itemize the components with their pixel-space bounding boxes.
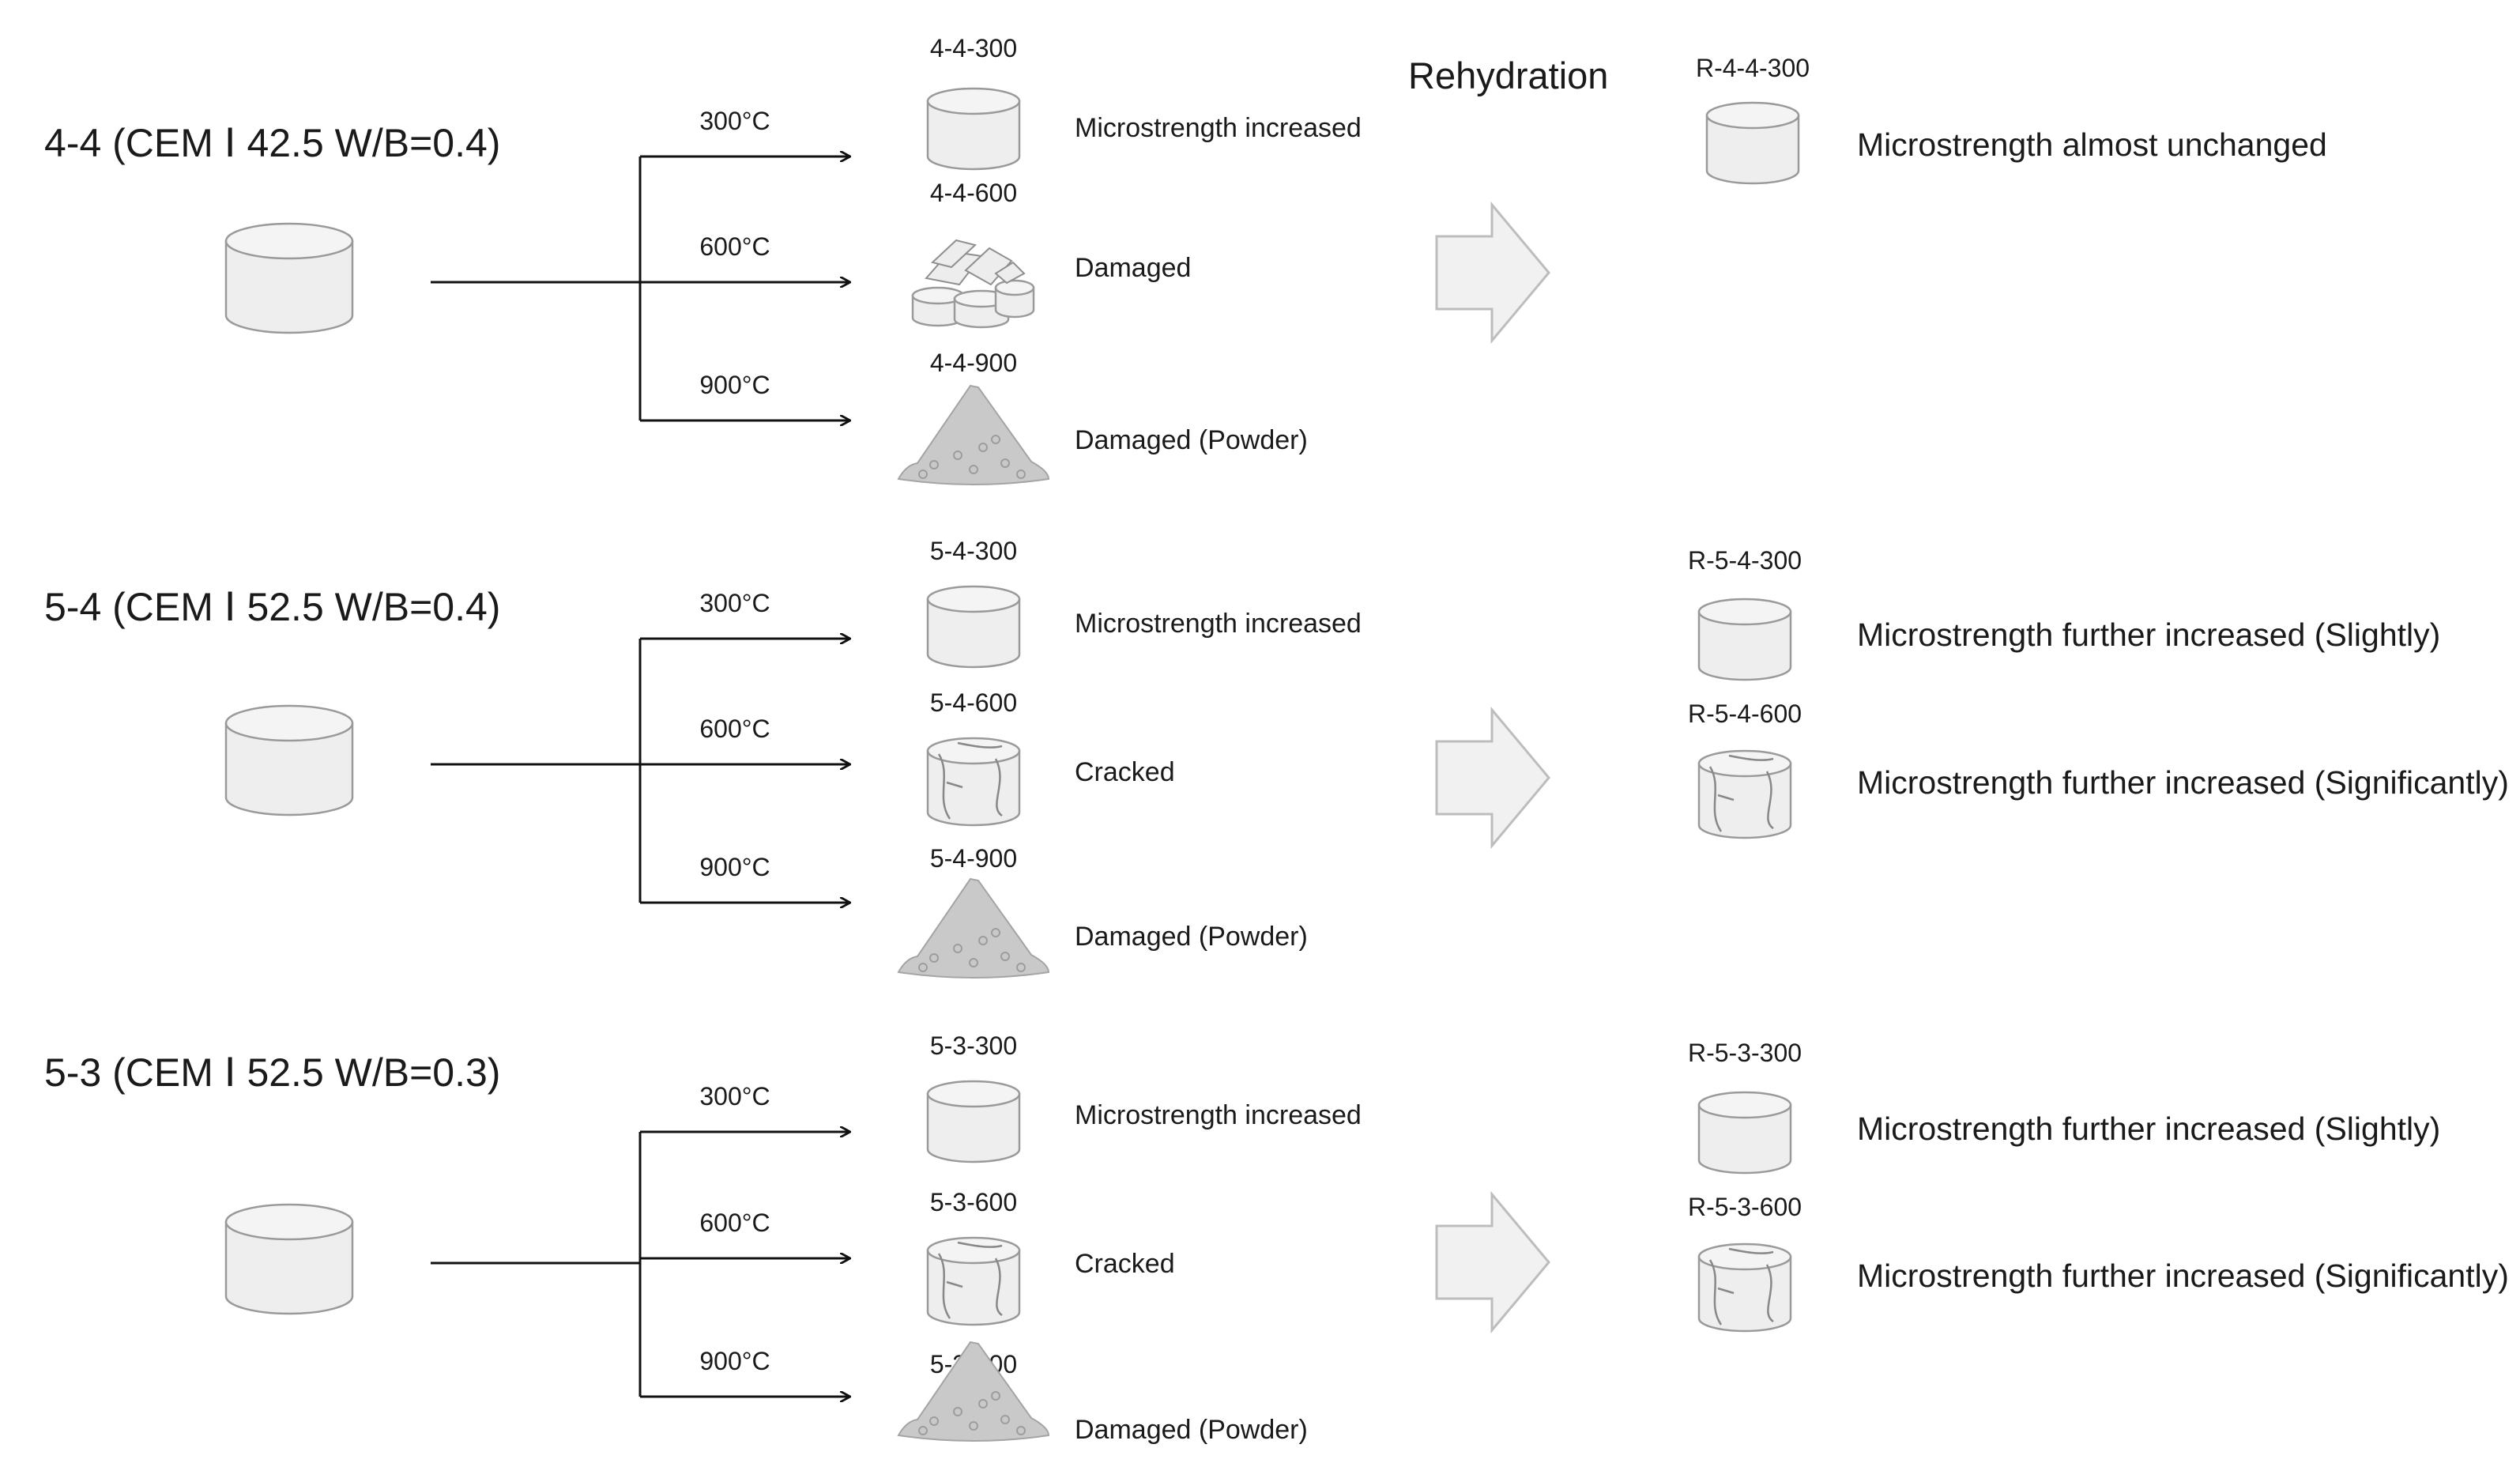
rehydrated-icon-intact bbox=[1705, 101, 1800, 185]
temperature-label: 900°C bbox=[699, 853, 770, 881]
rehydrated-result: Microstrength further increased (Signifi… bbox=[1857, 1258, 2509, 1294]
sample-state: Microstrength increased bbox=[1075, 1100, 1362, 1130]
temperature-label: 900°C bbox=[699, 1347, 770, 1375]
group-title: 4-4 (CEM Ⅰ 42.5 W/B=0.4) bbox=[44, 121, 500, 165]
sample-code: 5-4-600 bbox=[930, 688, 1017, 717]
sample-code: 5-4-300 bbox=[930, 537, 1017, 565]
sample-code: 4-4-900 bbox=[930, 349, 1017, 377]
source-specimen bbox=[224, 704, 354, 816]
temperature-label: 300°C bbox=[699, 589, 770, 617]
temperature-label: 600°C bbox=[699, 1209, 770, 1237]
source-specimen bbox=[224, 222, 354, 334]
rehydration-arrow bbox=[1435, 706, 1550, 850]
rehydrated-code: R-4-4-300 bbox=[1696, 54, 1810, 82]
sample-icon-fragments bbox=[911, 239, 1035, 329]
rehydration-arrow bbox=[1435, 201, 1550, 345]
sample-state: Cracked bbox=[1075, 757, 1175, 787]
sample-icon-cracked bbox=[926, 1236, 1021, 1326]
temperature-label: 900°C bbox=[699, 371, 770, 399]
temperature-label: 600°C bbox=[699, 232, 770, 261]
sample-group: 4-4 (CEM Ⅰ 42.5 W/B=0.4) 300°C 4-4-300Micr… bbox=[44, 34, 2327, 485]
group-title: 5-3 (CEM Ⅰ 52.5 W/B=0.3) bbox=[44, 1050, 500, 1095]
rehydrated-result: Microstrength almost unchanged bbox=[1857, 126, 2327, 163]
group-title: 5-4 (CEM Ⅰ 52.5 W/B=0.4) bbox=[44, 585, 500, 629]
sample-code: 5-4-900 bbox=[930, 844, 1017, 873]
sample-icon-intact bbox=[926, 585, 1021, 669]
sample-group: 5-3 (CEM Ⅰ 52.5 W/B=0.3) 300°C 5-3-300Micr… bbox=[44, 1031, 2509, 1445]
sample-icon-intact bbox=[926, 1080, 1021, 1163]
sample-state: Damaged (Powder) bbox=[1075, 1415, 1308, 1445]
rehydrated-code: R-5-3-600 bbox=[1688, 1193, 1802, 1221]
rehydrated-code: R-5-4-300 bbox=[1688, 546, 1802, 575]
sample-icon-powder bbox=[897, 384, 1050, 485]
sample-state: Microstrength increased bbox=[1075, 113, 1362, 143]
sample-state: Cracked bbox=[1075, 1249, 1175, 1279]
sample-state: Damaged (Powder) bbox=[1075, 922, 1308, 952]
sample-code: 4-4-600 bbox=[930, 179, 1017, 207]
sample-icon-powder bbox=[897, 1341, 1050, 1442]
rehydrated-icon-cracked bbox=[1697, 1243, 1792, 1333]
temperature-label: 600°C bbox=[699, 715, 770, 743]
sample-icon-powder bbox=[897, 877, 1050, 979]
temperature-label: 300°C bbox=[699, 1082, 770, 1111]
rehydrated-result: Microstrength further increased (Slightl… bbox=[1857, 1111, 2440, 1147]
rehydrated-icon-cracked bbox=[1697, 749, 1792, 839]
sample-icon-cracked bbox=[926, 737, 1021, 827]
sample-state: Damaged (Powder) bbox=[1075, 425, 1308, 455]
sample-state: Microstrength increased bbox=[1075, 609, 1362, 639]
rehydrated-icon-intact bbox=[1697, 598, 1792, 681]
rehydrated-code: R-5-4-600 bbox=[1688, 700, 1802, 728]
rehydration-arrow bbox=[1435, 1190, 1550, 1334]
sample-code: 4-4-300 bbox=[930, 34, 1017, 62]
sample-code: 5-3-300 bbox=[930, 1031, 1017, 1060]
temperature-label: 300°C bbox=[699, 107, 770, 135]
rehydrated-code: R-5-3-300 bbox=[1688, 1039, 1802, 1067]
sample-state: Damaged bbox=[1075, 253, 1191, 283]
rehydrated-icon-intact bbox=[1697, 1091, 1792, 1175]
rehydrated-result: Microstrength further increased (Slightl… bbox=[1857, 617, 2440, 653]
rehydrated-result: Microstrength further increased (Signifi… bbox=[1857, 764, 2509, 801]
rehydration-label: Rehydration bbox=[1408, 55, 1608, 96]
fragment bbox=[911, 286, 965, 327]
sample-code: 5-3-600 bbox=[930, 1188, 1017, 1216]
source-specimen bbox=[224, 1203, 354, 1315]
fragment bbox=[994, 279, 1035, 319]
sample-group: 5-4 (CEM Ⅰ 52.5 W/B=0.4) 300°C 5-4-300Micr… bbox=[44, 537, 2509, 979]
sample-icon-intact bbox=[926, 87, 1021, 171]
